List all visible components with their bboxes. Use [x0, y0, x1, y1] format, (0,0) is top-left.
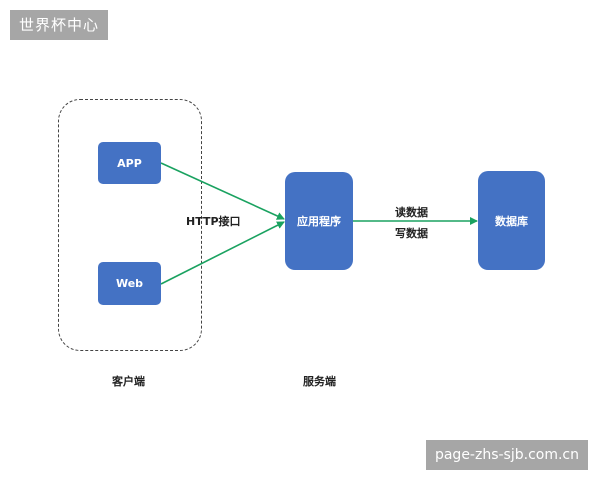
- application-node: 应用程序: [285, 172, 353, 270]
- app-node: APP: [98, 142, 161, 184]
- watermark-bottom: page-zhs-sjb.com.cn: [425, 440, 588, 470]
- http-interface-label: HTTP接口: [186, 215, 241, 228]
- read-data-label: 读数据: [395, 206, 428, 219]
- database-node: 数据库: [478, 171, 545, 270]
- app-node-label: APP: [117, 156, 142, 170]
- web-node-label: Web: [115, 277, 144, 290]
- client-group-boundary: [58, 99, 202, 351]
- web-node: Web: [98, 262, 161, 305]
- server-group-label: 服务端: [303, 375, 336, 388]
- application-node-label: 应用程序: [297, 215, 341, 228]
- write-data-label: 写数据: [395, 227, 428, 240]
- database-node-label: 数据库: [495, 214, 528, 228]
- watermark-top: 世界杯中心: [10, 10, 109, 40]
- client-group-label: 客户端: [112, 375, 145, 388]
